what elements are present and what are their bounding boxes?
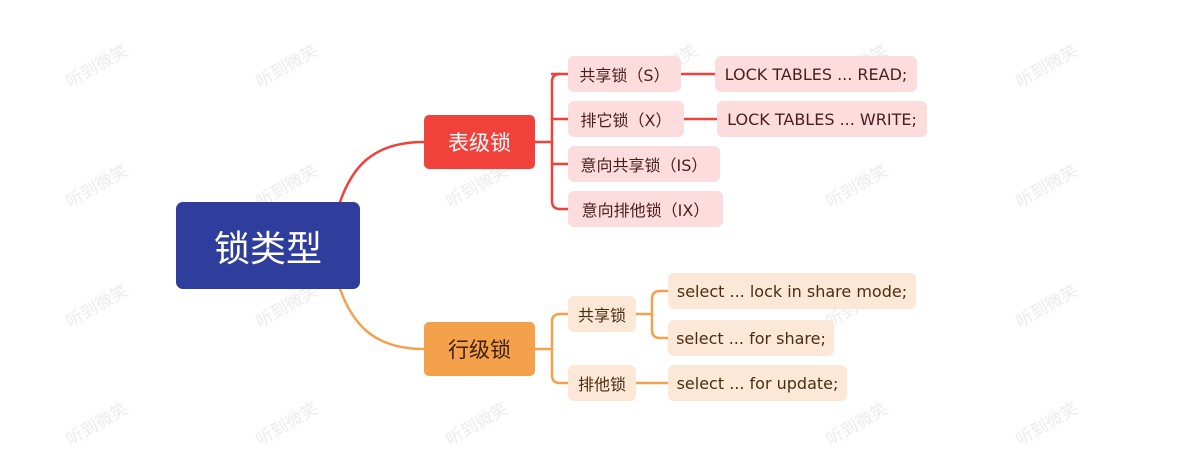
row-shared-lock-detail-2[interactable]: select ... for share; bbox=[668, 320, 834, 356]
intention-exclusive-lock-node[interactable]: 意向排他锁（IX） bbox=[568, 191, 723, 227]
table-lock-node[interactable]: 表级锁 bbox=[424, 115, 535, 169]
row-lock-node[interactable]: 行级锁 bbox=[424, 322, 535, 376]
row-exclusive-lock-node[interactable]: 排他锁 bbox=[568, 365, 636, 401]
row-shared-lock-node[interactable]: 共享锁 bbox=[568, 296, 636, 332]
connector-table-spine bbox=[550, 72, 562, 211]
row-exclusive-lock-detail[interactable]: select ... for update; bbox=[668, 365, 847, 401]
connector-root-row bbox=[338, 287, 426, 351]
root-node[interactable]: 锁类型 bbox=[176, 202, 360, 289]
table-shared-lock-node[interactable]: 共享锁（S） bbox=[568, 56, 681, 92]
row-shared-lock-detail-1[interactable]: select ... lock in share mode; bbox=[668, 273, 916, 309]
intention-shared-lock-node[interactable]: 意向共享锁（IS） bbox=[568, 146, 720, 182]
connector-shared-details bbox=[634, 289, 670, 340]
connector-row-spine bbox=[550, 312, 562, 385]
table-shared-lock-detail[interactable]: LOCK TABLES ... READ; bbox=[715, 56, 917, 92]
table-exclusive-lock-detail[interactable]: LOCK TABLES ... WRITE; bbox=[717, 101, 927, 137]
connector-root-table bbox=[338, 140, 426, 204]
table-exclusive-lock-node[interactable]: 排它锁（X） bbox=[568, 101, 684, 137]
